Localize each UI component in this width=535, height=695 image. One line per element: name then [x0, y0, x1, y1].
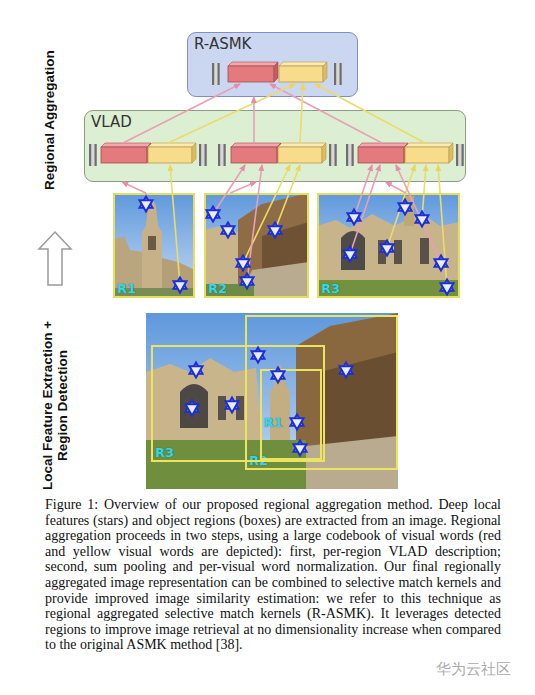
up-arrow [39, 232, 71, 285]
box-title: R-ASMK [194, 35, 251, 53]
local-features [140, 197, 454, 456]
main-photo [146, 313, 398, 489]
assignment-arrow [386, 182, 406, 193]
region-box: R2R1 [245, 315, 398, 470]
assignment-arrow [230, 182, 256, 193]
region-label: R3 [321, 281, 340, 296]
side-label: Regional Aggregation [42, 40, 64, 200]
assignment-arrow [253, 97, 255, 110]
region-label: R1 [117, 281, 136, 296]
watermark: 华为云社区 [436, 660, 511, 679]
figure-caption: Figure 1: Overview of our proposed regio… [45, 497, 501, 653]
region-photo [113, 193, 195, 298]
region-label: R1 [264, 415, 283, 430]
region-box: R1 [260, 369, 322, 460]
assignment-arrow [122, 182, 146, 193]
region-photo [317, 193, 460, 298]
region-label: R2 [208, 281, 227, 296]
box-title: VLAD [91, 113, 132, 131]
side-label: Local Feature Extraction + Region Detect… [40, 312, 76, 498]
region-label: R3 [155, 445, 174, 460]
vlad-bars [89, 143, 464, 166]
